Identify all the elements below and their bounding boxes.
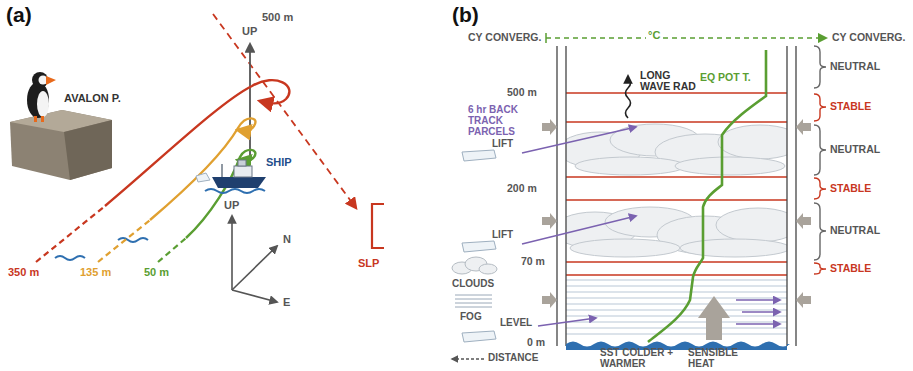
height-label: 200 m [507,183,537,194]
trajectory-note: 6 hr BACK TRACK PARCELS [468,105,540,137]
stability-label: STABLE [830,183,871,194]
stability-label: NEUTRAL [830,225,880,236]
key-label: CLOUDS [452,279,494,290]
axis-label: UP [242,26,257,38]
surface-label: SENSIBLE HEAT [688,348,750,370]
stability-label: NEUTRAL [830,144,880,155]
panel-letter: (b) [452,4,479,27]
radiation-label: LONG WAVE RAD [640,70,702,93]
height-label: 500 m [507,87,537,98]
stability-label: NEUTRAL [830,61,880,72]
parcel-label: LIFT [492,230,513,241]
axis-label: E [283,297,290,309]
axis-label: UP [224,200,239,212]
stability-label: STABLE [830,101,871,112]
axis-label: DISTANCE [488,353,538,364]
height-label: 50 m [144,267,169,279]
height-label: 70 m [521,256,545,267]
parcel-label: LEVEL [500,318,532,329]
convergence-label: CY CONVERG. [468,32,541,43]
height-label: 0 m [527,337,545,348]
height-label: 350 m [8,267,39,279]
unit-label: °C [646,30,662,42]
panel-letter: (a) [6,4,32,27]
ship-label: SHIP [266,157,292,169]
parcel-label: LIFT [492,139,513,150]
stability-label: STABLE [830,263,871,274]
place-name: AVALON P. [64,93,121,105]
height-label: 135 m [80,267,111,279]
key-label: FOG [460,312,482,323]
convergence-label: CY CONVERG. [832,32,905,43]
height-label: 500 m [262,12,293,24]
axis-label: N [283,234,291,246]
surface-label: SST COLDER + WARMER [600,348,680,370]
profile-label: EQ POT T. [700,72,751,83]
pressure-label: SLP [358,258,379,270]
